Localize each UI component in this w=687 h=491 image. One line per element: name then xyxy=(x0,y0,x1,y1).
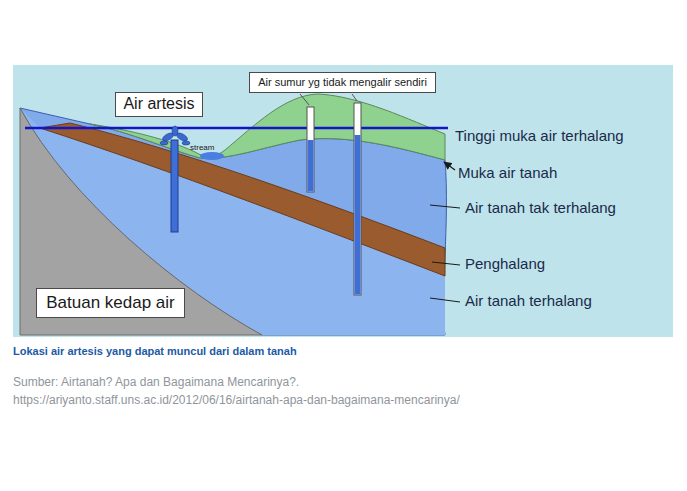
leader-line xyxy=(432,262,460,265)
box-text: Air sumur yg tidak mengalir sendiri xyxy=(258,76,427,89)
diagram-label: stream xyxy=(190,143,214,152)
diagram-label: Sumber: Airtanah? Apa dan Bagaimana Menc… xyxy=(13,376,299,390)
box-text: Air artesis xyxy=(123,95,195,113)
diagram-label: Muka air tanah xyxy=(458,164,557,181)
well-water xyxy=(355,135,361,295)
fountain-icon xyxy=(160,126,190,145)
leader-arrow xyxy=(444,162,455,170)
piezometric-line xyxy=(25,127,448,130)
leader-line xyxy=(430,205,460,208)
label-box: Air artesis xyxy=(115,92,203,117)
box-text: Batuan kedap air xyxy=(46,293,175,313)
diagram-label: Tinggi muka air terhalang xyxy=(455,127,624,144)
diagram-label: https://ariyanto.staff.uns.ac.id/2012/06… xyxy=(13,394,460,408)
diagram-label: Air tanah tak terhalang xyxy=(465,199,616,216)
label-box: Air sumur yg tidak mengalir sendiri xyxy=(249,72,436,93)
stream-water xyxy=(200,152,224,160)
diagram-label: Penghalang xyxy=(465,255,545,272)
leader-line xyxy=(430,298,460,302)
well-pipe xyxy=(354,103,361,295)
leader-line xyxy=(352,94,357,101)
well-pipe xyxy=(307,107,314,192)
label-box: Batuan kedap air xyxy=(36,288,185,318)
leader-line xyxy=(300,94,309,105)
diagram-label: Air tanah terhalang xyxy=(465,292,592,309)
sky-background xyxy=(13,65,673,337)
well-water xyxy=(308,140,314,192)
artesian-well xyxy=(171,140,178,232)
figure-caption: Lokasi air artesis yang dapat muncul dar… xyxy=(13,345,297,358)
